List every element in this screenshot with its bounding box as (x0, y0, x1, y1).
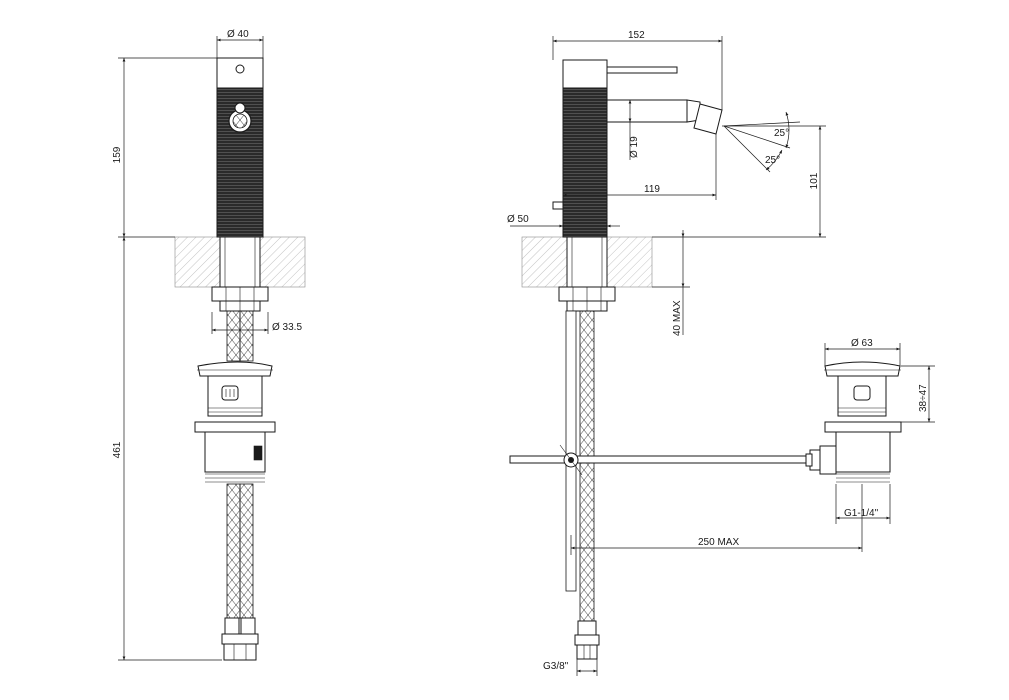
hose-fitting (221, 633, 259, 645)
spout (606, 99, 688, 123)
dim-rod-length: 250 MAX (698, 537, 739, 548)
waste-cap (824, 361, 901, 377)
lever-handle (606, 66, 678, 74)
pop-up-rod (565, 310, 577, 592)
deck-section-left (521, 236, 568, 288)
waste-flange (824, 421, 902, 433)
dim-height-above-deck: 159 (112, 146, 123, 163)
waste-cap (197, 361, 273, 377)
supply-hose (226, 483, 241, 619)
deck-section-right (606, 236, 653, 288)
supply-hose (239, 483, 254, 619)
dim-height-below-deck: 461 (112, 441, 123, 458)
dim-hose-diameter: Ø 33.5 (272, 322, 302, 333)
dim-base-diameter: Ø 50 (507, 214, 529, 225)
dim-deck-thickness: 40 MAX (672, 300, 683, 336)
mounting-shank (219, 236, 261, 288)
dim-stroke-range: 38÷47 (918, 384, 929, 412)
linkage-rod (509, 455, 811, 464)
supply-hose (579, 310, 595, 622)
dim-angle-upper: 25° (774, 128, 789, 139)
side-view: 152 Ø 19 25° 25° 119 101 Ø 50 40 MAX (507, 30, 902, 676)
dim-nozzle-diameter: Ø 19 (629, 136, 640, 158)
waste-thread (835, 431, 891, 473)
dim-spout-height: 101 (809, 172, 820, 189)
waste-view: Ø 63 38÷47 G1-1/4" (824, 338, 935, 524)
dim-spout-reach: 119 (644, 184, 660, 195)
supply-hose (226, 310, 241, 362)
supply-hose (239, 310, 254, 362)
ribbed-body (216, 87, 264, 238)
hose-fitting (574, 634, 600, 646)
dim-top-diameter: Ø 40 (227, 29, 249, 40)
lever-cap (562, 59, 608, 89)
linkage-socket (819, 445, 837, 475)
deck-section-left (174, 236, 221, 288)
ribbed-body (562, 87, 608, 238)
lever-hole (235, 64, 245, 74)
dim-angle-lower: 25° (765, 155, 780, 166)
dim-cap-diameter: Ø 63 (851, 338, 873, 349)
dim-hose-thread: G3/8" (543, 661, 569, 672)
deck-section-right (259, 236, 306, 288)
dim-overall-length: 152 (628, 30, 645, 41)
waste-flange (194, 421, 276, 433)
mounting-shank (566, 236, 608, 288)
front-view: Ø 40 159 461 Ø 33.5 (112, 29, 306, 661)
dim-thread: G1-1/4" (844, 508, 879, 519)
